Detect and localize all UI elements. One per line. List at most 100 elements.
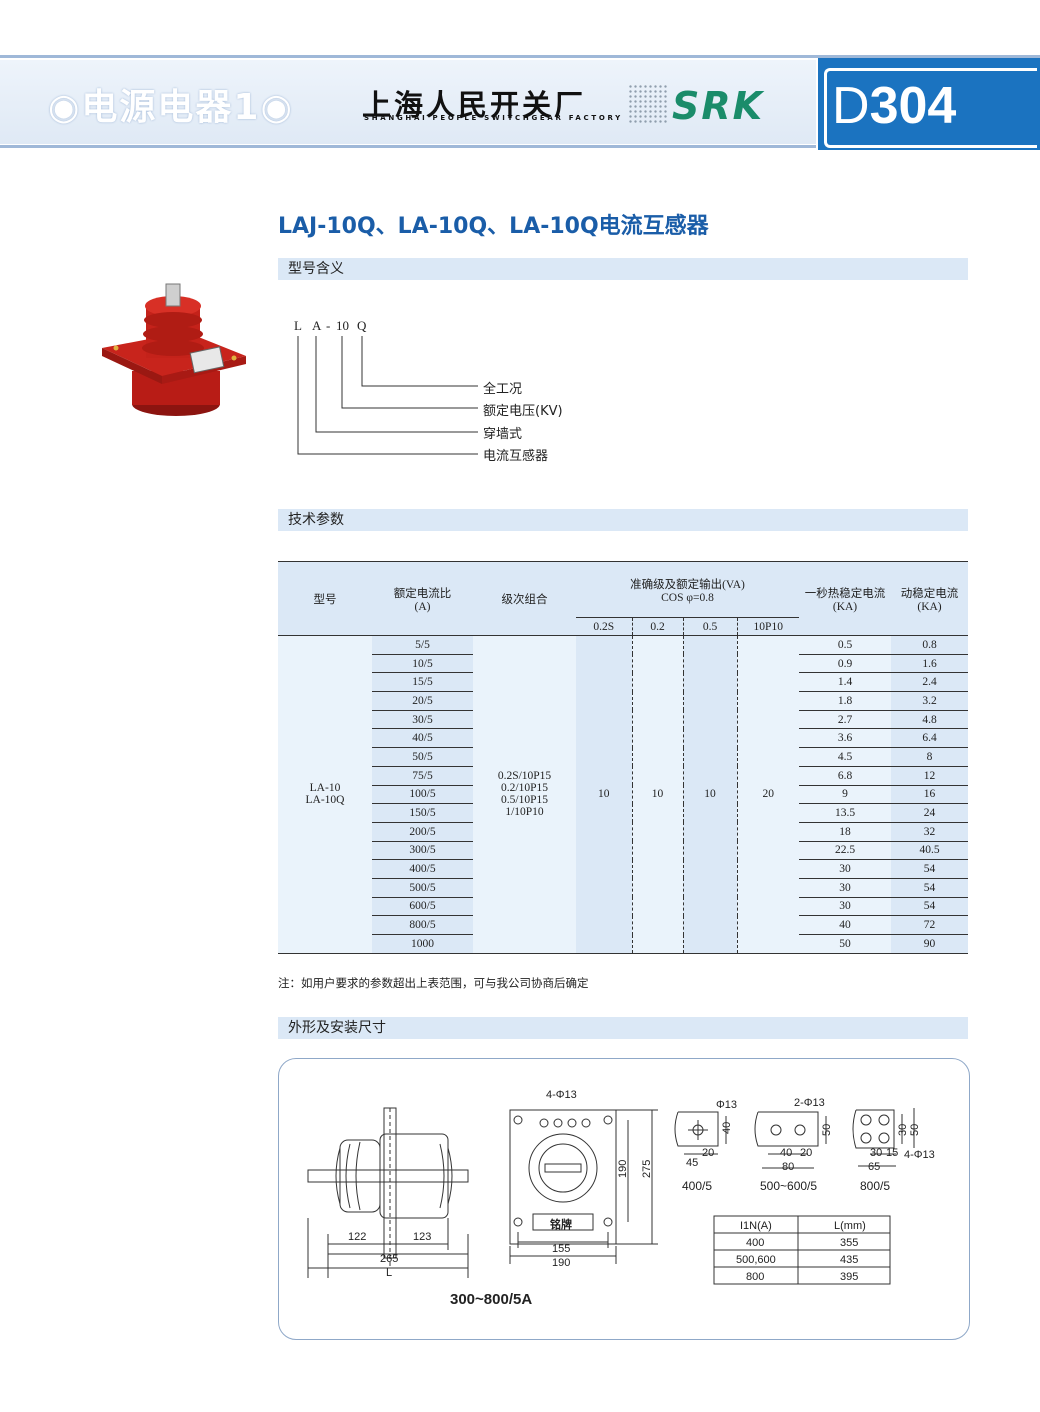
ratio-cell: 500/5: [372, 878, 473, 898]
page-title: LAJ-10Q、LA-10Q、LA-10Q电流互感器: [278, 214, 709, 239]
dim-t500-40: 40: [780, 1147, 792, 1159]
dynamic-cell: 16: [891, 785, 968, 805]
tech-params-table: 型号 额定电流比(A) 级次组合 准确级及额定输出(VA)COS φ=0.8 一…: [278, 561, 968, 954]
page-number: D304: [832, 76, 956, 136]
product-photo: [102, 283, 246, 416]
page-number-box: [818, 58, 1040, 150]
ratio-cell: 5/5: [372, 635, 473, 655]
thermal-cell: 30: [799, 878, 891, 898]
th-ratio-unit: (A): [414, 600, 431, 613]
dim-t400-20: 20: [702, 1147, 714, 1159]
section-label: ◉电源电器1◉: [48, 87, 294, 128]
dynamic-cell: 0.8: [891, 635, 968, 655]
thermal-cell: 0.9: [799, 654, 891, 674]
header-band: [0, 60, 816, 144]
dynamic-cell: 6.4: [891, 728, 968, 749]
output-02: 10: [631, 635, 683, 954]
len-r3-l: 395: [840, 1271, 858, 1283]
dim-front-holes: 4-Φ13: [546, 1089, 577, 1101]
th-accuracy: 准确级及额定输出(VA)COS φ=0.8: [576, 561, 799, 618]
code-dash: -: [326, 318, 331, 333]
combo-value: 1/10P10: [505, 806, 544, 819]
dim-t800-65: 65: [868, 1161, 880, 1173]
th-accuracy-label: 准确级及额定输出(VA): [630, 578, 745, 591]
ratio-cell: 15/5: [372, 672, 473, 693]
len-r1-l: 355: [840, 1237, 858, 1249]
th-ratio-label: 额定电流比: [393, 587, 452, 600]
ratio-cell: 300/5: [372, 841, 473, 861]
dim-t400-40: 40: [721, 1122, 733, 1134]
thermal-cell: 3.6: [799, 728, 891, 749]
len-th-l: L(mm): [834, 1220, 866, 1232]
thermal-cell: 50: [799, 934, 891, 954]
dim-side-123: 123: [413, 1231, 431, 1243]
th-dynamic-label: 动稳定电流: [900, 587, 959, 600]
th-thermal: 一秒热稳定电流(KA): [799, 561, 891, 636]
ratio-cell: 75/5: [372, 766, 473, 786]
model-value-1: LA-10: [309, 782, 341, 795]
dim-front-190w: 190: [552, 1257, 570, 1269]
dim-t500-20: 20: [800, 1147, 812, 1159]
dim-front-275: 275: [641, 1160, 653, 1178]
page-number-frame: [824, 68, 1037, 148]
code-voltage: 10: [336, 318, 349, 333]
thermal-cell: 4.5: [799, 747, 891, 767]
dim-front-155: 155: [552, 1243, 570, 1255]
dynamic-cell: 32: [891, 822, 968, 842]
code-letter-a: A: [312, 318, 322, 333]
header-rule-top: [0, 55, 1040, 58]
ratio-cell: 50/5: [372, 747, 473, 767]
dim-t400-hole: Φ13: [716, 1099, 737, 1111]
factory-name: 上海人民开关厂: [362, 88, 587, 122]
ratio-cell: 400/5: [372, 859, 473, 879]
th-model: 型号: [278, 561, 372, 636]
page-number-value: 304: [869, 77, 957, 135]
code-letter-l: L: [294, 318, 302, 333]
dynamic-cell: 12: [891, 766, 968, 786]
thermal-cell: 9: [799, 785, 891, 805]
code-meaning-l: 电流互感器: [483, 449, 549, 464]
ratio-cell: 30/5: [372, 710, 473, 730]
code-meaning-voltage: 额定电压(KV): [483, 404, 563, 419]
ratio-cell: 150/5: [372, 803, 473, 823]
output-05: 10: [682, 635, 737, 954]
dim-t800-30h: 30: [870, 1147, 882, 1159]
thermal-cell: 30: [799, 897, 891, 917]
dim-t800-50: 50: [909, 1124, 921, 1136]
dynamic-cell: 3.2: [891, 691, 968, 711]
thermal-cell: 40: [799, 915, 891, 935]
thermal-cell: 30: [799, 859, 891, 879]
dim-side-122: 122: [348, 1231, 366, 1243]
dim-t500-80: 80: [782, 1161, 794, 1173]
dim-t500-hole: 2-Φ13: [794, 1097, 825, 1109]
code-letter-q: Q: [357, 318, 367, 333]
front-nameplate: 铭牌: [550, 1217, 572, 1231]
dim-t800-hole: 4-Φ13: [904, 1149, 935, 1161]
t800-caption: 800/5: [860, 1179, 890, 1193]
dynamic-cell: 40.5: [891, 841, 968, 861]
dynamic-cell: 8: [891, 747, 968, 767]
model-code-diagram: L A - 10 Q 全工况 额定电压(KV) 穿墙式 电流互感器: [278, 310, 598, 470]
th-acc-02: 0.2: [631, 617, 683, 636]
t500-caption: 500~600/5: [760, 1179, 817, 1193]
th-combo: 级次组合: [473, 561, 576, 636]
dim-t500-50: 50: [821, 1124, 833, 1136]
dimension-drawing: 122 123 265 L 300~800/5A 4-Φ13 铭牌 155 19…: [307, 1089, 935, 1308]
section-tech-params: 技术参数: [278, 509, 968, 531]
th-thermal-unit: (KA): [832, 600, 858, 613]
thermal-cell: 1.4: [799, 672, 891, 693]
dim-side-l: L: [386, 1267, 392, 1279]
